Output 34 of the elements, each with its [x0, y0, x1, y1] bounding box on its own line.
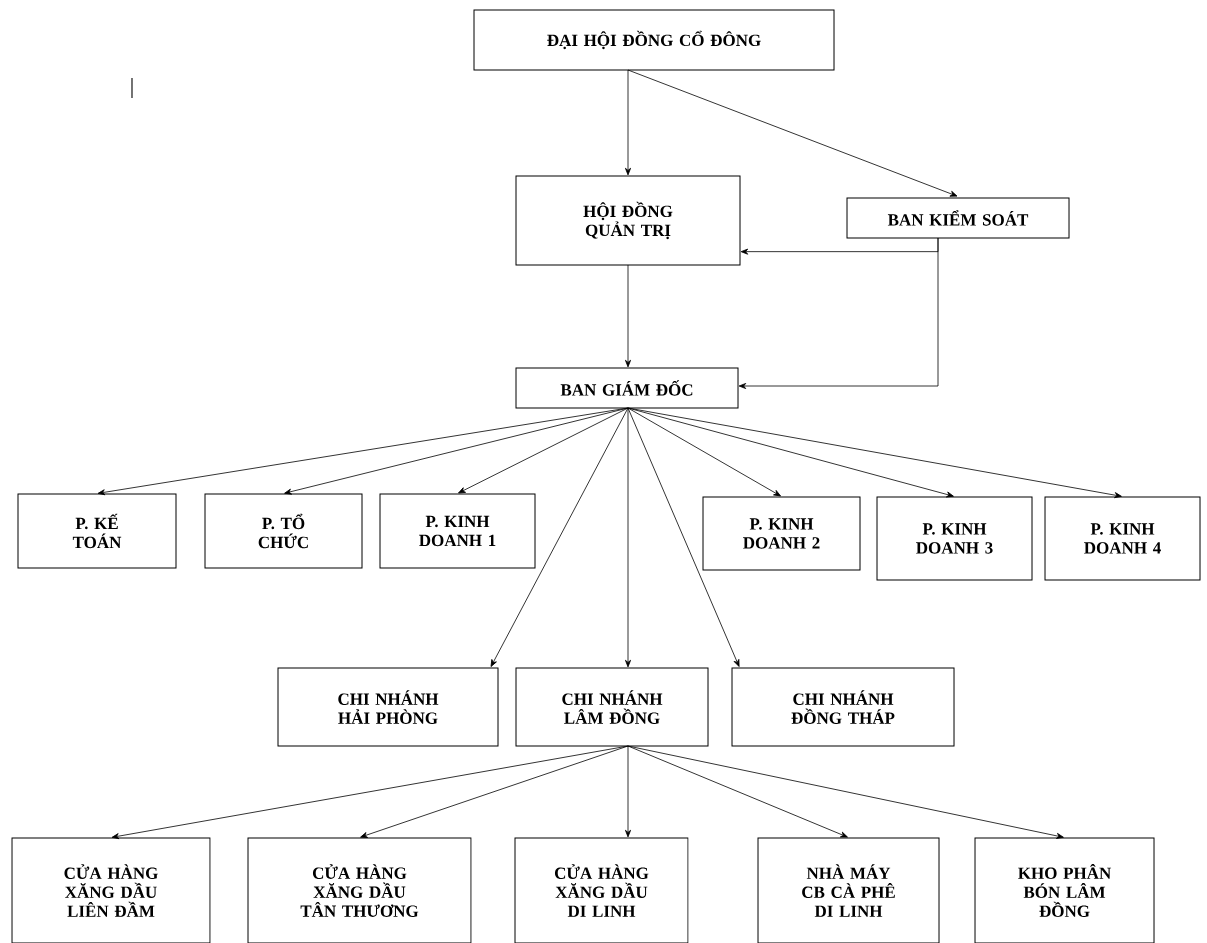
org-box: KHO PHÂN BÓN LÂM ĐỒNG	[974, 837, 1155, 943]
org-box: ĐẠI HỘI ĐỒNG CỔ ĐÔNG	[473, 9, 835, 71]
arrow	[458, 407, 629, 494]
arrow	[627, 407, 1122, 499]
arrow	[625, 69, 631, 176]
org-box: P. TỔ CHỨC	[204, 493, 363, 569]
arrow	[738, 237, 939, 389]
arrow	[625, 407, 631, 668]
arrow	[627, 407, 781, 497]
org-box: CHI NHÁNH ĐỒNG THÁP	[731, 667, 955, 747]
org-box: CHI NHÁNH LÂM ĐỒNG	[515, 667, 709, 747]
org-box: P. KẾ TOÁN	[17, 493, 177, 569]
stray-mark: |	[131, 78, 133, 98]
org-box: HỘI ĐỒNG QUẢN TRỊ	[515, 175, 741, 266]
arrow	[625, 264, 631, 368]
org-box: CỬA HÀNG XĂNG DẦU LIÊN ĐẦM	[11, 837, 211, 943]
arrow	[625, 745, 631, 838]
org-box: P. KINH DOANH 4	[1044, 496, 1201, 581]
org-box: NHÀ MÁY CB CÀ PHÊ DI LINH	[757, 837, 940, 943]
org-box: CHI NHÁNH HẢI PHÒNG	[277, 667, 499, 747]
org-box: P. KINH DOANH 2	[702, 496, 861, 571]
org-box: BAN KIỂM SOÁT	[846, 197, 1070, 239]
arrow	[627, 745, 848, 838]
org-box: P. KINH DOANH 1	[379, 493, 536, 569]
org-box: BAN GIÁM ĐỐC	[515, 367, 739, 409]
org-box: P. KINH DOANH 3	[876, 496, 1033, 581]
arrow	[360, 745, 629, 838]
arrow	[627, 407, 740, 667]
arrow	[490, 407, 629, 667]
org-box: CỬA HÀNG XĂNG DẦU TÂN THƯƠNG	[247, 837, 472, 943]
arrow	[284, 407, 629, 495]
arrow	[627, 69, 958, 197]
org-box: CỬA HÀNG XĂNG DẦU DI LINH	[514, 837, 689, 943]
arrow	[627, 745, 1064, 839]
